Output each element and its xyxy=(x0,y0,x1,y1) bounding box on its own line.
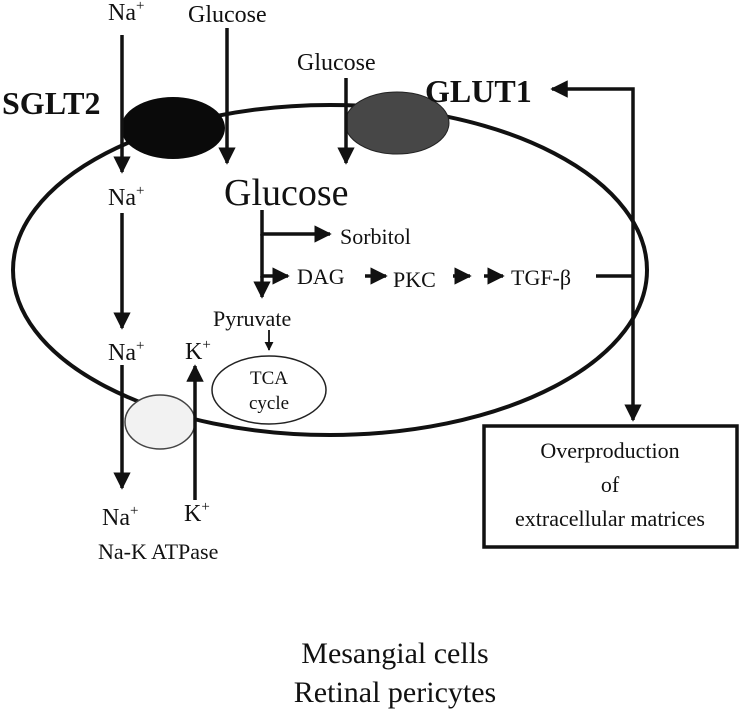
na-k-atpase-label: Na-K ATPase xyxy=(98,539,218,564)
sorbitol-label: Sorbitol xyxy=(340,224,411,249)
overproduction-box xyxy=(482,424,739,549)
tca-label-line1: TCA xyxy=(250,368,288,389)
tca-label-line2: cycle xyxy=(249,393,289,414)
overproduction-line1: Overproduction xyxy=(540,438,679,463)
sglt2-label: SGLT2 xyxy=(2,85,100,121)
cell-membrane xyxy=(11,103,649,437)
na-bottom-label: Na+ xyxy=(102,503,138,531)
overproduction-line2: of xyxy=(601,472,620,497)
overproduction-line3: extracellular matrices xyxy=(515,506,705,531)
tca-cycle-oval xyxy=(211,355,327,425)
caption-line1: Mesangial cells xyxy=(301,637,488,670)
glut1-label: GLUT1 xyxy=(425,73,532,109)
caption-line2: Retinal pericytes xyxy=(294,676,496,709)
pyruvate-label: Pyruvate xyxy=(213,306,291,331)
na-low-label: Na+ xyxy=(108,338,144,366)
pkc-label: PKC xyxy=(393,267,436,292)
glucose-top-left-label: Glucose xyxy=(188,2,267,28)
na-k-atpase-pump xyxy=(124,394,196,450)
na-top-label: Na+ xyxy=(108,0,144,26)
dag-label: DAG xyxy=(297,264,345,289)
dag-pathway-arrow xyxy=(260,234,290,285)
k-bottom-label: K+ xyxy=(184,499,210,527)
tgf-beta-label: TGF-β xyxy=(511,265,571,290)
k-low-label: K+ xyxy=(185,337,211,365)
na-mid-label: Na+ xyxy=(108,183,144,211)
glucose-top-right-label: Glucose xyxy=(297,50,376,76)
glucose-center-label: Glucose xyxy=(224,172,349,214)
sglt2-transporter xyxy=(121,97,225,159)
tgf-to-glut1-arrow xyxy=(550,80,635,276)
